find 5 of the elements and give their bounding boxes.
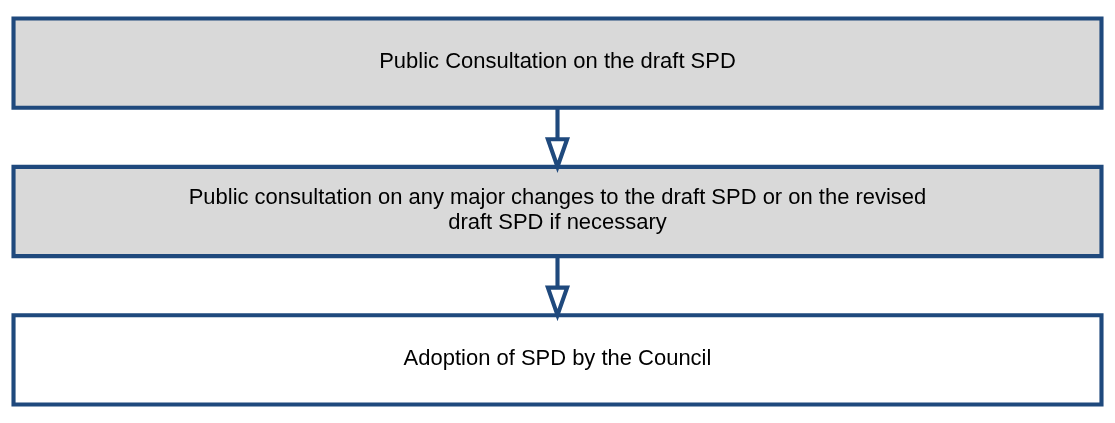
node-box: Public consultation on any major changes to the draft SPD or on the revised draft SPD if necessary	[11, 164, 1104, 259]
arrow	[544, 256, 571, 322]
node-box: Public Consultation on the draft SPD	[11, 16, 1104, 110]
node-box: Adoption of SPD by the Council	[11, 313, 1104, 407]
arrow	[544, 107, 571, 173]
